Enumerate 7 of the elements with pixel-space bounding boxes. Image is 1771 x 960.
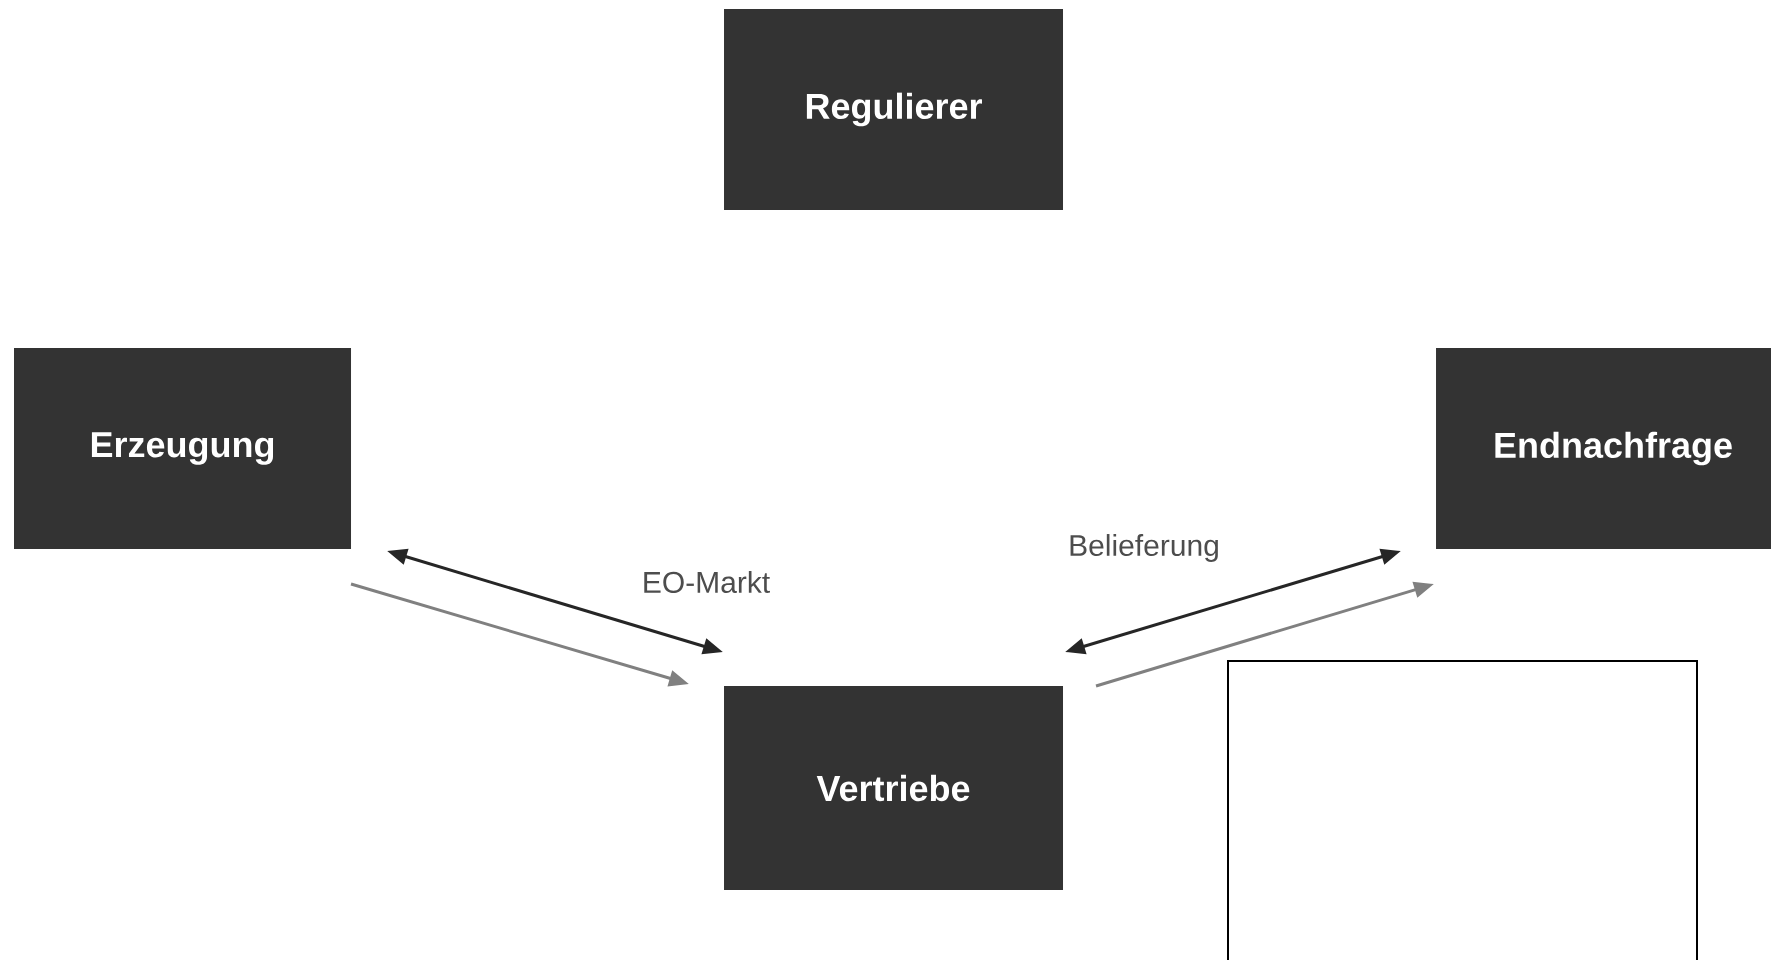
edge-label: Belieferung xyxy=(1066,532,1222,564)
process-box: Regulierer xyxy=(724,9,1063,210)
process-box: Endnachfrage xyxy=(1436,348,1771,549)
edge-label: EO-Markt xyxy=(639,569,773,595)
process-box: Erzeugung xyxy=(14,348,351,549)
empty-box xyxy=(1227,660,1698,960)
process-box: Vertriebe xyxy=(724,686,1063,890)
